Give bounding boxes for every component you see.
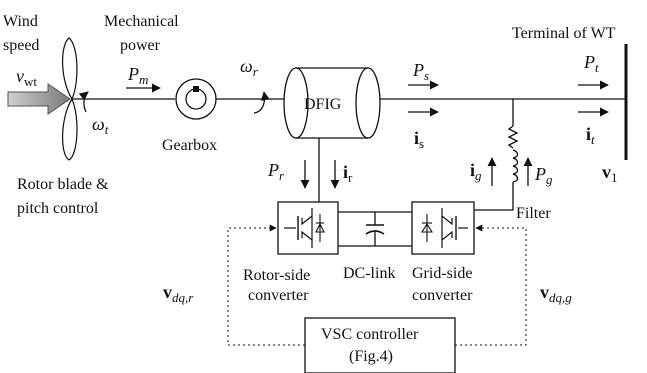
vsc-controller-label-1: VSC controller bbox=[321, 326, 419, 343]
v-wt-symbol: vwt bbox=[16, 66, 37, 89]
omega-t-rotation-arrow bbox=[78, 91, 89, 113]
omega-r-rotation-arrow bbox=[253, 91, 270, 114]
grid-side-label-2: converter bbox=[412, 287, 473, 304]
wind-speed-label-1: Wind bbox=[3, 13, 38, 30]
grid-control-signal bbox=[455, 224, 527, 346]
i-g-symbol: ig bbox=[470, 160, 482, 183]
filter-inductor bbox=[512, 149, 519, 183]
rotor-control-signal bbox=[227, 224, 305, 346]
rotor-side-label-2: converter bbox=[248, 287, 309, 304]
grid-side-converter bbox=[411, 201, 475, 255]
i-t-symbol: it bbox=[586, 124, 595, 147]
dfig-label: DFIG bbox=[304, 96, 342, 113]
p-r-symbol: Pr bbox=[267, 160, 285, 183]
rotor-blade-label-1: Rotor blade & bbox=[17, 176, 109, 193]
p-g-symbol: Pg bbox=[534, 164, 553, 187]
mechanical-power-label-2: power bbox=[120, 37, 161, 54]
p-s-symbol: Ps bbox=[412, 60, 429, 83]
i-r-symbol: ir bbox=[343, 162, 353, 185]
omega-t-symbol: ωt bbox=[92, 114, 109, 137]
p-m-symbol: Pm bbox=[127, 64, 148, 87]
omega-r-symbol: ωr bbox=[240, 56, 259, 79]
i-s-symbol: is bbox=[414, 128, 424, 151]
v-dq-r-symbol: vdq,r bbox=[163, 282, 194, 305]
filter-branch-bottom bbox=[474, 182, 514, 211]
grid-side-label-1: Grid-side bbox=[412, 265, 472, 282]
rotor-side-converter bbox=[277, 201, 339, 255]
rotor-blade-lower bbox=[61, 97, 78, 161]
filter-label: Filter bbox=[516, 205, 551, 222]
rotor-blade-upper bbox=[61, 37, 78, 101]
dc-link-capacitor bbox=[338, 211, 412, 247]
dc-link-label: DC-link bbox=[343, 265, 395, 282]
p-t-symbol: Pt bbox=[583, 52, 599, 75]
wind-speed-label-2: speed bbox=[3, 37, 39, 54]
gearbox-icon bbox=[175, 78, 217, 120]
v-dq-g-symbol: vdq,g bbox=[540, 282, 572, 305]
terminal-label: Terminal of WT bbox=[512, 25, 616, 42]
dfig-machine bbox=[283, 67, 381, 139]
wind-arrow bbox=[7, 83, 71, 115]
mechanical-power-label-1: Mechanical bbox=[104, 13, 179, 30]
vsc-controller-label-2: (Fig.4) bbox=[349, 348, 393, 365]
rotor-side-label-1: Rotor-side bbox=[243, 267, 310, 284]
filter-resistor bbox=[507, 125, 519, 149]
gearbox-label: Gearbox bbox=[162, 137, 217, 154]
v-1-symbol: v1 bbox=[602, 162, 618, 185]
vsc-controller-box bbox=[304, 317, 456, 373]
rotor-blade-label-2: pitch control bbox=[17, 200, 99, 217]
